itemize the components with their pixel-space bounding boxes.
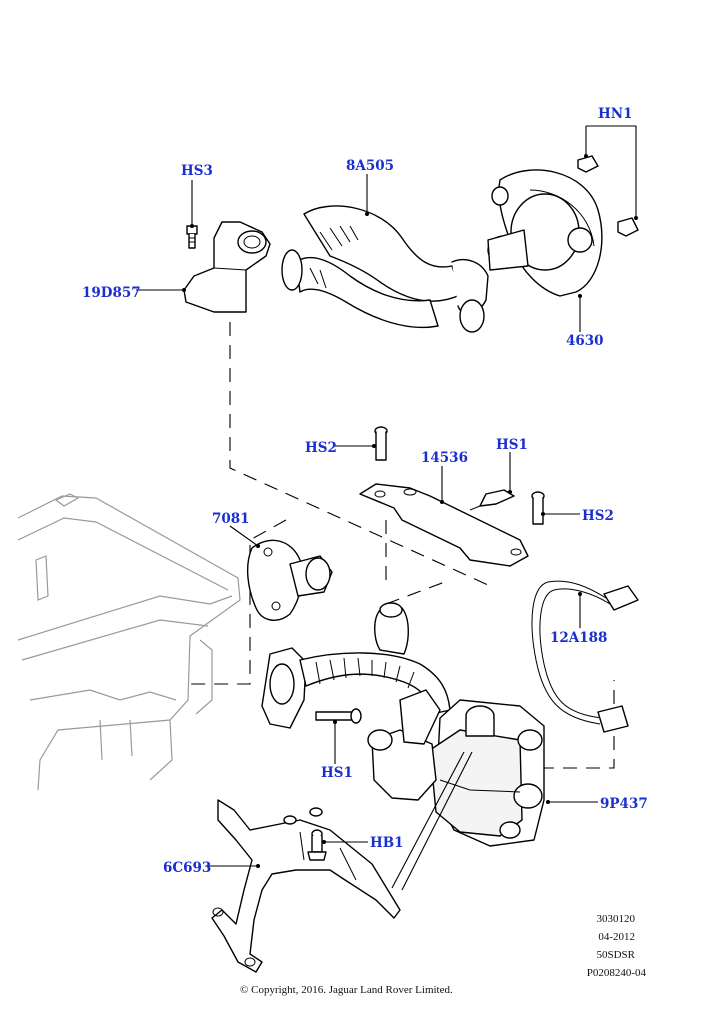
callout-8a505[interactable]: 8A505 [346,158,394,174]
callout-hs1-bottom[interactable]: HS1 [321,765,353,781]
callout-hs2-right[interactable]: HS2 [582,508,614,524]
leader-lines [136,125,637,867]
oil-separator-9p437[interactable] [367,689,545,847]
info-line-1: 3030120 [597,913,636,925]
diagram-info-block: 3030120 04-2012 50SDSR P0208240-04 [587,913,647,979]
bolt-hs2-right[interactable] [531,491,545,525]
sensor-harness-12a188[interactable] [531,580,639,733]
assembly-guide-lines [186,322,615,769]
mounting-bracket-6c693[interactable] [211,799,401,973]
info-line-2: 04-2012 [598,931,635,943]
pcv-valve-4630[interactable] [487,169,603,297]
info-line-3: 50SDSR [596,949,635,961]
callout-19d857[interactable]: 19D857 [82,285,141,301]
callout-12a188[interactable]: 12A188 [550,630,607,646]
bracket-14536[interactable] [359,483,529,567]
callout-hs3[interactable]: HS3 [181,163,213,179]
connector-7081[interactable] [246,539,333,621]
engine-block-outline [17,493,241,791]
lower-breather-hose[interactable] [261,602,451,729]
nut-hn1-lower[interactable] [617,217,639,237]
bolt-hb1[interactable] [307,829,327,861]
leader-dots [182,154,638,868]
callout-hn1[interactable]: HN1 [598,106,633,122]
info-line-4: P0208240-04 [587,967,647,979]
callout-hb1[interactable]: HB1 [370,835,404,851]
bolt-hs1-bottom[interactable] [315,708,362,724]
callout-6c693[interactable]: 6C693 [163,860,211,876]
bolt-hs3[interactable] [186,225,198,249]
callout-hs1-top[interactable]: HS1 [496,437,528,453]
callout-14536[interactable]: 14536 [421,450,468,466]
bolt-hs2-top[interactable] [374,426,388,461]
nut-hn1-upper[interactable] [577,155,599,173]
callout-9p437[interactable]: 9P437 [600,796,648,812]
elbow-connector-19d857[interactable] [183,221,271,313]
callout-7081[interactable]: 7081 [212,511,250,527]
callout-hs2-top[interactable]: HS2 [305,440,337,456]
separator-bracket-link [391,751,465,889]
breather-hose-8a505[interactable] [281,205,489,333]
separator-bracket-link-2 [401,751,473,891]
copyright-text: © Copyright, 2016. Jaguar Land Rover Lim… [240,984,453,996]
bolt-hs1-top[interactable] [469,489,515,511]
callout-4630[interactable]: 4630 [566,333,604,349]
